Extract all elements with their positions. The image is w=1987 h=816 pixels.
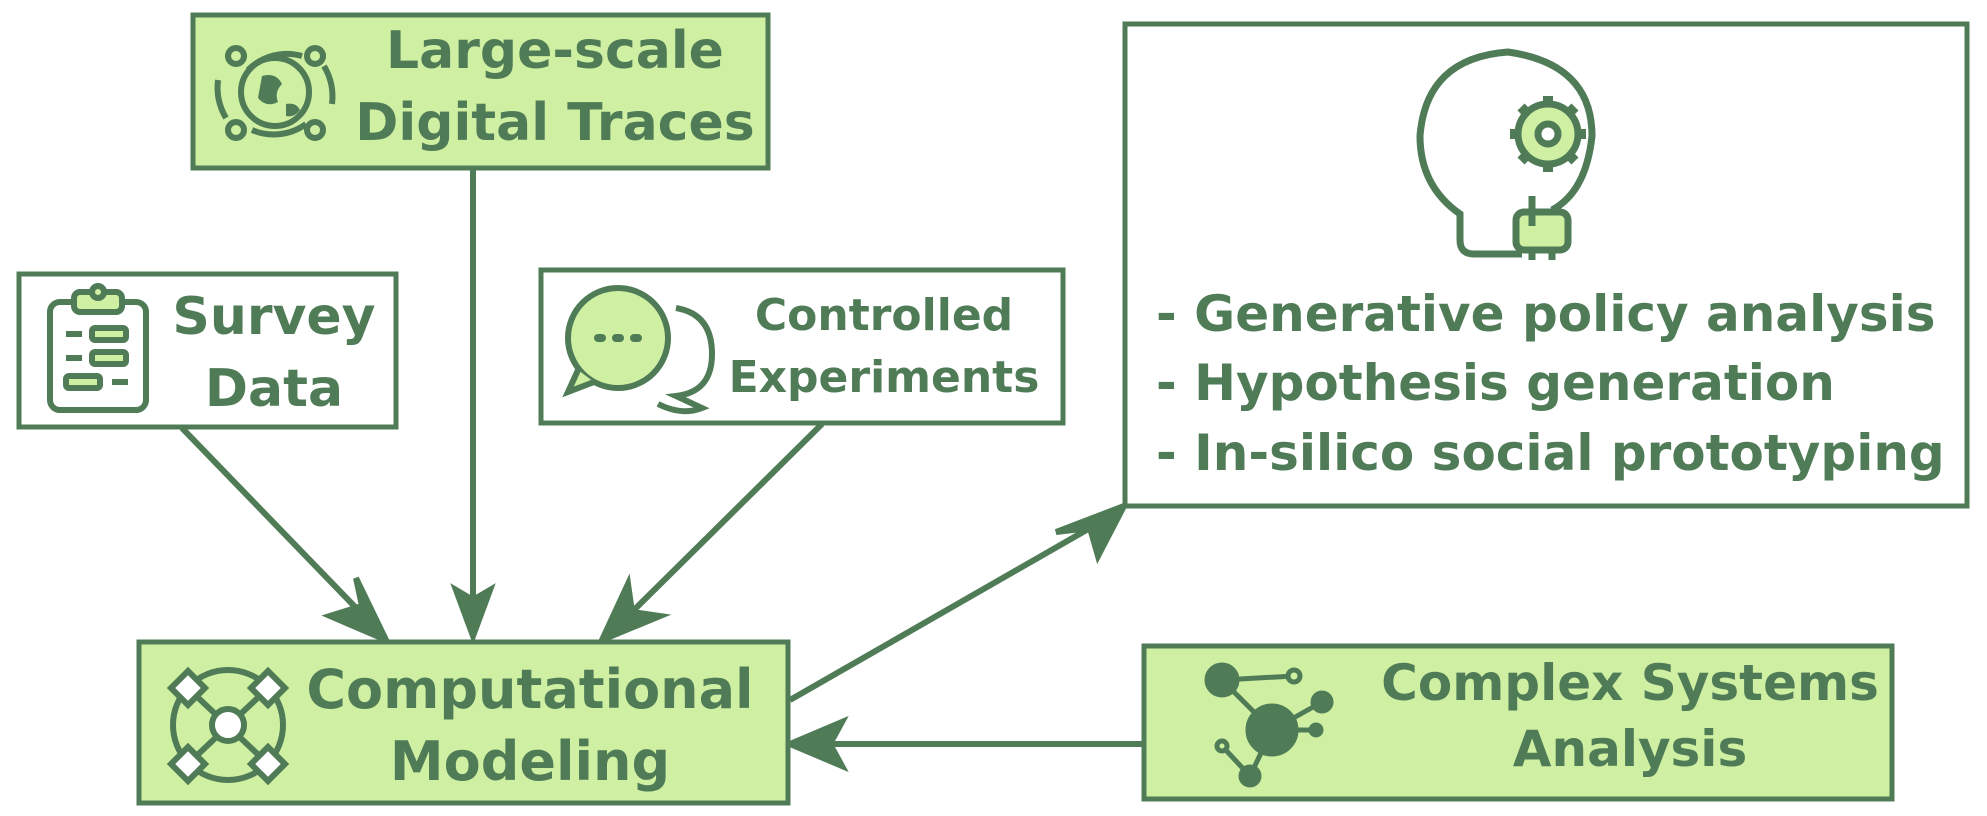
node-survey-data: Survey Data [16, 271, 399, 430]
node-survey-data-line1: Survey [172, 287, 375, 347]
node-digital-traces: Large-scale Digital Traces [190, 12, 771, 171]
edge-traces-to-modeling [450, 168, 496, 645]
edges [179, 168, 1142, 773]
node-computational-modeling: Computational Modeling [136, 639, 791, 806]
node-complex-systems-line1: Complex Systems [1381, 654, 1879, 712]
node-complex-systems-line2: Analysis [1513, 720, 1747, 778]
node-applications: - Generative policy analysis - Hypothesi… [1122, 21, 1970, 509]
applications-item-2: - Hypothesis generation [1156, 354, 1835, 412]
node-controlled-experiments: Controlled Experiments [538, 267, 1066, 426]
node-computational-modeling-line1: Computational [306, 658, 753, 721]
edge-modeling-to-applications [788, 500, 1131, 703]
node-controlled-experiments-line1: Controlled [755, 290, 1013, 341]
globe-orbit-icon [214, 45, 336, 141]
edge-survey-to-modeling [179, 425, 393, 646]
node-digital-traces-box [190, 12, 771, 171]
node-digital-traces-line2: Digital Traces [355, 93, 754, 153]
clipboard-icon [47, 283, 149, 413]
chat-bubbles-icon [562, 285, 716, 415]
node-digital-traces-line1: Large-scale [386, 21, 724, 81]
edge-complex-to-modeling [782, 715, 1142, 773]
network-nodes-icon [166, 666, 290, 786]
edge-experiments-to-modeling [596, 421, 825, 646]
node-survey-data-line2: Data [205, 359, 343, 419]
lightbulb-gear-icon [1416, 48, 1596, 260]
applications-item-1: - Generative policy analysis [1156, 285, 1936, 343]
node-complex-systems: Complex Systems Analysis [1141, 643, 1895, 802]
node-computational-modeling-line2: Modeling [390, 730, 670, 793]
applications-item-3: - In-silico social prototyping [1156, 424, 1945, 482]
node-controlled-experiments-line2: Experiments [729, 352, 1040, 403]
molecule-graph-icon [1204, 662, 1334, 788]
